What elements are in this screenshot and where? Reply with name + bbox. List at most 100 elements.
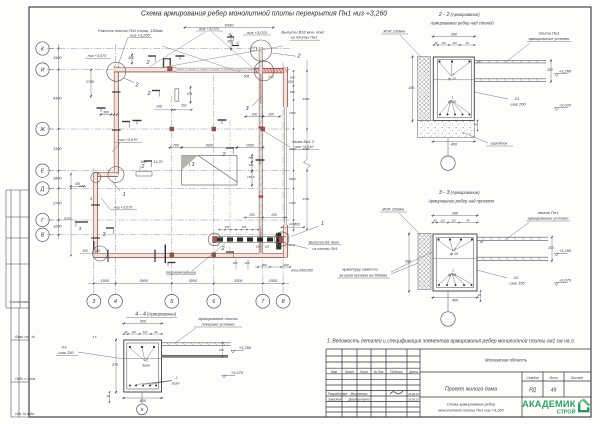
svg-text:210: 210 — [244, 261, 250, 265]
svg-text:+3,070: +3,070 — [559, 278, 572, 283]
svg-text:6: 6 — [212, 299, 215, 305]
svg-text:армирование условно: армирование условно — [528, 216, 570, 221]
svg-text:40: 40 — [465, 41, 469, 45]
svg-text:ЖУК 100мм: ЖУК 100мм — [381, 207, 404, 212]
svg-text:2 - 2: 2 - 2 — [438, 12, 450, 18]
svg-text:1. Ведомость деталей и специфи: 1. Ведомость деталей и спецификация элем… — [327, 338, 575, 345]
svg-text:Проект жилого дома: Проект жилого дома — [445, 387, 497, 393]
svg-text:К: К — [141, 407, 144, 412]
svg-text:2: 2 — [145, 60, 149, 66]
svg-text:7: 7 — [261, 299, 265, 305]
svg-text:№ док: № док — [374, 370, 384, 374]
svg-text:3: 3 — [92, 299, 95, 305]
svg-text:450: 450 — [409, 86, 415, 90]
svg-text:110: 110 — [440, 218, 445, 222]
svg-text:ф 12: ф 12 — [448, 100, 456, 104]
svg-text:(Армирование): (Армирование) — [451, 190, 481, 195]
svg-text:низ +3,070: низ +3,070 — [114, 206, 134, 210]
svg-text:2: 2 — [221, 152, 225, 158]
svg-text:200: 200 — [547, 246, 554, 250]
svg-text:3шт: 3шт — [142, 363, 150, 367]
svg-text:3100: 3100 — [302, 147, 309, 151]
svg-text:низ +3,070: низ +3,070 — [247, 30, 268, 35]
svg-text:плита Пн1: плита Пн1 — [538, 210, 559, 215]
svg-text:Московская область: Московская область — [485, 358, 528, 363]
svg-text:3: 3 — [102, 232, 106, 238]
svg-text:из плиты Пн1: из плиты Пн1 — [291, 35, 318, 40]
svg-text:Взам. инв. №: Взам. инв. № — [15, 335, 35, 339]
svg-text:Колич: Колич — [345, 370, 354, 374]
svg-text:В: В — [41, 233, 45, 239]
svg-text:Стадия: Стадия — [526, 376, 539, 380]
svg-text:1: 1 — [452, 96, 454, 100]
svg-text:Ф4,8: Ф4,8 — [288, 243, 295, 247]
svg-text:1200: 1200 — [53, 224, 62, 228]
svg-text:2: 2 — [220, 246, 224, 252]
svg-text:505: 505 — [290, 76, 295, 80]
svg-text:1500: 1500 — [269, 279, 278, 283]
svg-text:за край проема на 600мм: за край проема на 600мм — [338, 273, 387, 278]
svg-text:2700: 2700 — [52, 201, 62, 205]
svg-text:5430: 5430 — [225, 22, 235, 27]
svg-text:монолитной плиты Пн1 низ +3,26: монолитной плиты Пн1 низ +3,260 — [438, 408, 504, 413]
svg-text:Е: Е — [41, 169, 45, 175]
svg-text:1500: 1500 — [100, 279, 109, 283]
svg-text:160: 160 — [233, 261, 238, 265]
svg-text:+3,260: +3,260 — [559, 69, 572, 74]
svg-text:3300: 3300 — [234, 279, 243, 283]
svg-text:40: 40 — [466, 218, 470, 222]
svg-text:200: 200 — [546, 68, 553, 72]
svg-text:370: 370 — [112, 363, 118, 367]
svg-text:отв.260х350: отв.260х350 — [291, 269, 313, 273]
svg-text:+3,260: +3,260 — [239, 345, 252, 350]
svg-text:5200: 5200 — [64, 217, 72, 221]
svg-text:260: 260 — [260, 263, 266, 267]
svg-text:Армирование ребер над проемом: Армирование ребер над проемом — [427, 199, 494, 204]
svg-text:1800: 1800 — [53, 177, 62, 181]
svg-text:400: 400 — [139, 399, 146, 403]
svg-text:1795: 1795 — [86, 80, 94, 84]
svg-text:Х2: Х2 — [513, 275, 520, 280]
svg-text:40: 40 — [434, 41, 438, 45]
svg-text:300: 300 — [128, 56, 134, 60]
svg-text:4 - 4: 4 - 4 — [135, 312, 146, 318]
svg-text:640: 640 — [268, 75, 274, 79]
svg-text:1: 1 — [90, 196, 93, 201]
svg-text:2: 2 — [175, 376, 178, 380]
svg-text:4: 4 — [114, 299, 117, 305]
svg-text:390: 390 — [405, 260, 411, 264]
svg-text:475: 475 — [187, 92, 193, 96]
svg-text:110: 110 — [131, 330, 136, 334]
svg-text:300: 300 — [75, 182, 81, 186]
svg-text:300: 300 — [227, 40, 233, 44]
svg-text:2: 2 — [134, 83, 138, 89]
svg-text:1: 1 — [321, 221, 324, 227]
svg-text:3: 3 — [79, 226, 82, 232]
svg-text:1500: 1500 — [246, 143, 254, 147]
svg-text:низ +3,260: низ +3,260 — [130, 33, 151, 38]
svg-text:700: 700 — [173, 143, 179, 147]
svg-text:180: 180 — [219, 348, 224, 352]
svg-text:2: 2 — [453, 248, 456, 252]
svg-text:300: 300 — [82, 249, 88, 253]
svg-text:40: 40 — [154, 330, 158, 334]
svg-text:4300: 4300 — [302, 97, 309, 101]
svg-text:+3,010: +3,010 — [559, 103, 572, 108]
svg-text:Армирование плиты: Армирование плиты — [197, 316, 237, 321]
svg-text:505: 505 — [244, 75, 250, 79]
svg-text:из плиты Пн1: из плиты Пн1 — [312, 247, 337, 251]
svg-text:Г: Г — [41, 218, 45, 224]
svg-text:360: 360 — [451, 32, 458, 36]
svg-text:плита Пн1: плита Пн1 — [539, 31, 560, 36]
svg-text:Подп. и дата: Подп. и дата — [15, 377, 35, 381]
svg-text:261: 261 — [180, 104, 187, 108]
svg-text:Схема армирования ребер моноли: Схема армирования ребер монолитной плиты… — [141, 10, 387, 18]
svg-text:ф 16: ф 16 — [450, 252, 458, 256]
svg-text:Подпись: Подпись — [390, 370, 403, 374]
svg-text:Х1: Х1 — [514, 96, 520, 101]
svg-text:2: 2 — [296, 54, 300, 60]
svg-text:+3,070: +3,070 — [231, 370, 244, 375]
svg-text:14,20: 14,20 — [154, 160, 163, 164]
svg-text:100: 100 — [242, 225, 247, 229]
svg-text:160: 160 — [265, 245, 270, 249]
